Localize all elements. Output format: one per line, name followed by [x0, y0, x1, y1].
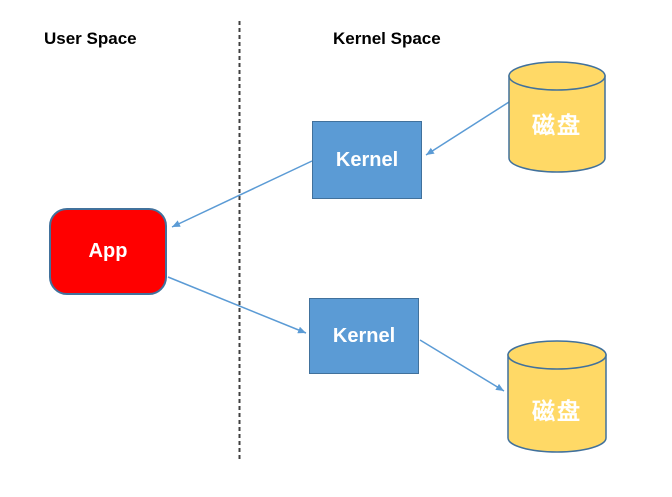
- kernel-bottom-node: Kernel: [309, 298, 419, 374]
- kernel-top-node: Kernel: [312, 121, 422, 199]
- arrow-kernel-top-to-app: [171, 160, 313, 228]
- app-node: App: [49, 208, 167, 295]
- arrow-disk-top-to-kernel-top: [425, 101, 510, 156]
- arrow-app-to-kernel-bottom: [167, 276, 307, 334]
- disk-bottom-cylinder: [507, 340, 607, 453]
- disk-top-label: 磁盘: [532, 112, 582, 138]
- disk-bottom-label: 磁盘: [532, 398, 582, 424]
- user-space-label: User Space: [44, 29, 137, 48]
- disk-top-cylinder: [508, 61, 606, 173]
- arrow-kernel-bottom-to-disk-bottom: [419, 339, 505, 392]
- kernel-space-label: Kernel Space: [333, 29, 441, 48]
